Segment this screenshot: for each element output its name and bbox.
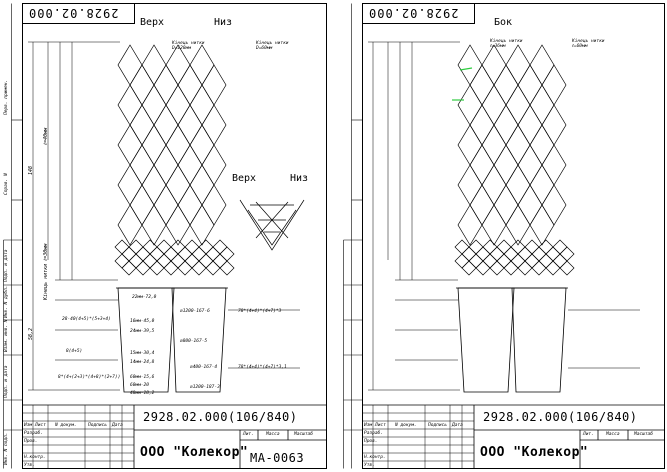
- side-label-sprav: Справ. N: [4, 173, 9, 195]
- stamp-label-utv: Утв.: [364, 463, 375, 468]
- stamp-label-nkontr: Н.контр.: [364, 455, 386, 460]
- note-f3: 8(4+5): [66, 349, 83, 354]
- side-label-dubl: Инв. N дубл.: [4, 285, 9, 318]
- note-r1: 22мм-72,0: [132, 295, 157, 300]
- stamp-label-prov: Пров.: [24, 439, 38, 444]
- pot-drawing: [456, 287, 568, 393]
- note-r3: 24мм-39,5: [130, 329, 155, 334]
- side-label-vzam: Взам. инв. N: [4, 319, 9, 352]
- dim-total: 148: [28, 165, 34, 175]
- dim-sum: 58,2: [28, 327, 34, 340]
- stamp-label-utv: Утв.: [24, 463, 35, 468]
- view-label-side: Бок: [494, 17, 513, 28]
- dim-mid: Кінець нитки ℓ=30мм: [43, 243, 49, 300]
- title-block-company: ООО "Колекор": [480, 445, 589, 460]
- stamp-label-ndoc: N докум.: [395, 423, 417, 428]
- title-block-code: 2928.02.000(106/840): [483, 410, 638, 424]
- view-label-bottom: Низ: [214, 17, 233, 28]
- note-r4: 15мм-30,4: [130, 351, 155, 356]
- lattice-drawing: [454, 44, 575, 276]
- dim-top: ℓ=40мм: [43, 127, 49, 145]
- stamp-label-nkontr: Н.контр.: [24, 455, 46, 460]
- stamp-label-list: Лист: [375, 423, 386, 428]
- note-e2: 78*(4+4)*(4+7)*3,1: [238, 365, 287, 370]
- accent-marks: [452, 67, 473, 101]
- note-r2: 16мм-45,0: [130, 319, 155, 324]
- drawing-sheet-right: 2928.02.000 Бок Кінець нитки ℓ=36мм Кіне…: [340, 0, 667, 472]
- stamp-label-list: Лист: [35, 423, 46, 428]
- stamp-label-lit: Лит.: [243, 432, 254, 437]
- note-a2: ∅800-167-5: [180, 339, 208, 344]
- stamp-label-masshtab: Масштаб: [294, 432, 313, 437]
- leader-note-2: Кінець нитки D=60мм: [256, 41, 289, 51]
- title-block-company: ООО "Колекор": [140, 445, 249, 460]
- inset-label-top: Верх: [232, 173, 257, 184]
- note-e1: 78*(4+4)*(4+7)*3: [238, 309, 282, 314]
- side-label-podp2: Подп. и дата: [4, 365, 9, 398]
- note-a1: ∅1200-167-6: [180, 309, 210, 314]
- inset-label-bottom: Низ: [290, 173, 309, 184]
- note-r7: 60мм-20: [130, 383, 149, 388]
- side-label-perv: Перв. примен.: [4, 79, 9, 115]
- note-r6: 60мм-15,6: [130, 375, 155, 380]
- stamp-label-date: Дата: [112, 423, 123, 428]
- drawing-code-box: 2928.02.000: [28, 6, 119, 20]
- title-block-sheet-code: MA-0063: [250, 451, 305, 465]
- side-label-podl: Инв. N подл.: [4, 432, 9, 465]
- stamp-label-razrab: Разраб.: [364, 431, 383, 436]
- pot-drawing: [116, 287, 228, 393]
- leader-note-2: Кінець нитки ℓ=60мм: [572, 39, 605, 49]
- stamp-label-izm: Изм: [24, 423, 33, 428]
- stamp-label-izm: Изм: [364, 423, 373, 428]
- dimension-lines: [368, 41, 640, 391]
- title-block-lines: [362, 404, 665, 469]
- lattice-drawing: [114, 44, 235, 276]
- stamp-label-massa: Масса: [606, 432, 620, 437]
- inset-drawing: [239, 199, 305, 251]
- sheet-frame: [22, 3, 327, 469]
- stamp-label-razrab: Разраб.: [24, 431, 43, 436]
- drawing-canvas-left: [3, 3, 327, 469]
- stamp-label-massa: Масса: [266, 432, 280, 437]
- note-r8: 48мм-18,2: [130, 391, 155, 396]
- stamp-label-prov: Пров.: [364, 439, 378, 444]
- stamp-label-lit: Лит.: [583, 432, 594, 437]
- dimension-lines: [28, 41, 300, 391]
- stamp-label-date: Дата: [452, 423, 463, 428]
- drawing-code-box: 2928.02.000: [368, 6, 459, 20]
- title-block-lines: [22, 404, 327, 469]
- drawing-canvas-right: [343, 3, 665, 469]
- stamp-label-ndoc: N докум.: [55, 423, 77, 428]
- drawing-sheet-left: 2928.02.000 Верх Низ Верх Низ Кінець нит…: [0, 0, 330, 472]
- leader-note-1: Кінець нитки ℓ=36мм: [490, 39, 523, 49]
- side-label-podp1: Подп. и дата: [4, 249, 9, 282]
- leader-note-1: Кінець нитки D=128мм: [172, 41, 205, 51]
- note-a3: ∅400-167-4: [190, 365, 218, 370]
- note-f4: 8*(4+(2+3)*(4+8)*(2+7)): [58, 375, 121, 380]
- title-block-code: 2928.02.000(106/840): [143, 410, 298, 424]
- note-r5: 14мм-24,8: [130, 360, 155, 365]
- note-a4: ∅1200-187-3: [190, 385, 220, 390]
- stamp-label-sign: Подпись: [428, 423, 447, 428]
- note-f1: 28-40(4+5)*(5+3+4): [62, 317, 111, 322]
- stamp-label-masshtab: Масштаб: [634, 432, 653, 437]
- view-label-top: Верх: [140, 17, 165, 28]
- stamp-label-sign: Подпись: [88, 423, 107, 428]
